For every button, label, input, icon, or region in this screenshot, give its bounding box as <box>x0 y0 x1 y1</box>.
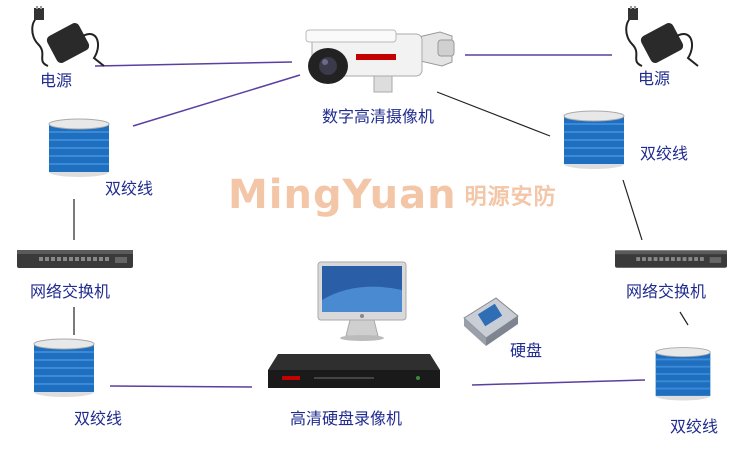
power-right-label: 电源 <box>638 69 671 88</box>
link-nvr-cable-right <box>471 379 646 386</box>
cable-bottom-left-label: 双绞线 <box>74 409 123 428</box>
switch-left-icon <box>17 250 133 268</box>
cable-reel-top-left-icon <box>48 118 110 177</box>
link-cable-left-nvr <box>109 385 253 388</box>
power-adapter-right-icon <box>625 6 699 67</box>
hdd-icon <box>463 297 519 346</box>
cable-top-left-label: 双绞线 <box>105 179 154 198</box>
link-cable-right-switch <box>622 179 643 241</box>
monitor-icon <box>317 261 407 341</box>
cable-top-right-label: 双绞线 <box>640 144 689 163</box>
power-adapter-left-icon <box>31 6 105 67</box>
link-camera-cable-right <box>436 91 551 137</box>
hdd-label: 硬盘 <box>510 341 543 360</box>
link-power-left-camera <box>94 61 293 67</box>
camera-icon <box>305 29 455 93</box>
cable-reel-bottom-right-icon <box>655 347 711 401</box>
watermark-cn: 明源安防 <box>464 185 557 210</box>
switch-right-icon <box>615 250 727 268</box>
cable-reel-bottom-left-icon <box>33 338 95 397</box>
switch-right-label: 网络交换机 <box>626 282 707 301</box>
switch-left-label: 网络交换机 <box>30 282 111 301</box>
nvr-label: 高清硬盘录像机 <box>290 409 403 428</box>
link-switch-right-cable <box>679 311 689 326</box>
watermark: MingYuan 明源安防 <box>228 172 557 218</box>
camera-label: 数字高清摄像机 <box>322 107 435 126</box>
nvr-icon <box>268 354 440 388</box>
cable-reel-top-right-icon <box>563 110 625 169</box>
link-cable-left-camera <box>132 74 301 127</box>
cable-bottom-right-label: 双绞线 <box>670 417 719 436</box>
power-left-label: 电源 <box>40 71 73 90</box>
watermark-latin: MingYuan <box>228 172 457 218</box>
